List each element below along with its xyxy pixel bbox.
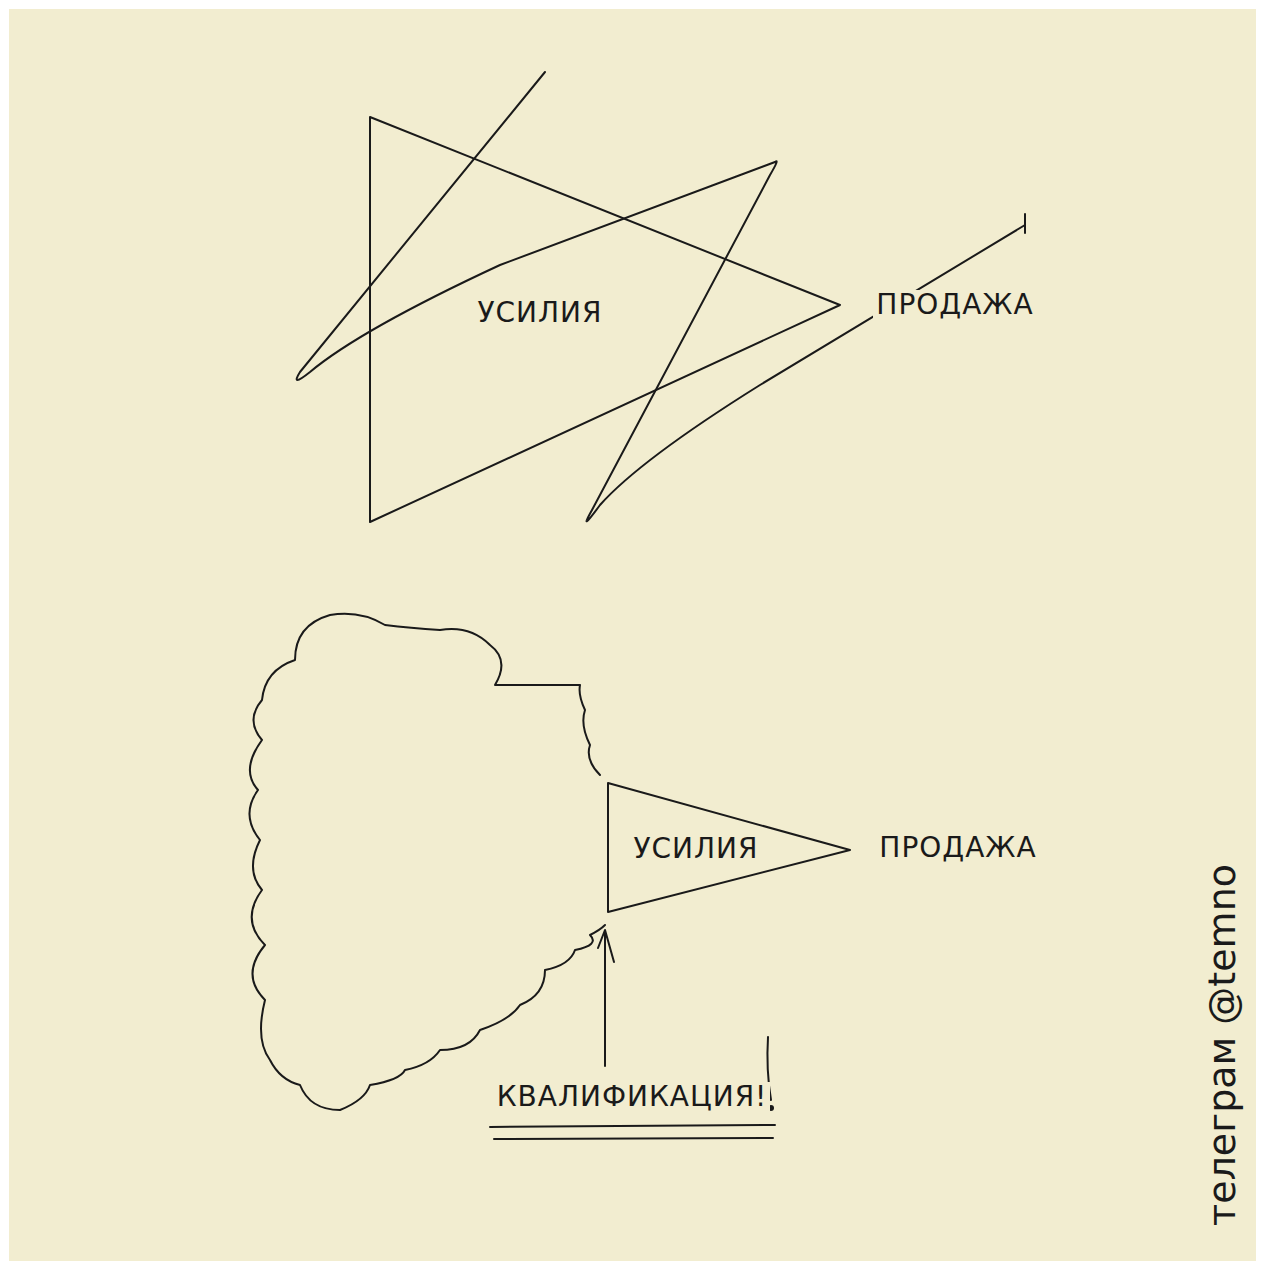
arrow-head [598, 930, 614, 962]
result-label: ПРОДАЖА [876, 833, 1039, 863]
triangle-outline-path [608, 783, 850, 912]
effort-triangle: УСИЛИЯ [370, 117, 840, 522]
scribble-tick [1024, 214, 1026, 233]
triangle-outline-path [370, 117, 840, 522]
double-underline [490, 1125, 775, 1139]
result-label: ПРОДАЖА [873, 290, 1036, 320]
effort-triangle: УСИЛИЯ [608, 783, 850, 912]
qualification-label: КВАЛИФИКАЦИЯ! [494, 1082, 771, 1112]
node-text: УСИЛИЯ [474, 298, 605, 328]
cloud-outline [249, 614, 605, 1110]
watermark: телеграм @temno [1202, 861, 1242, 1229]
leader-arrow [604, 932, 606, 1066]
node-text: УСИЛИЯ [630, 834, 761, 864]
paper-ground [9, 9, 1256, 1261]
